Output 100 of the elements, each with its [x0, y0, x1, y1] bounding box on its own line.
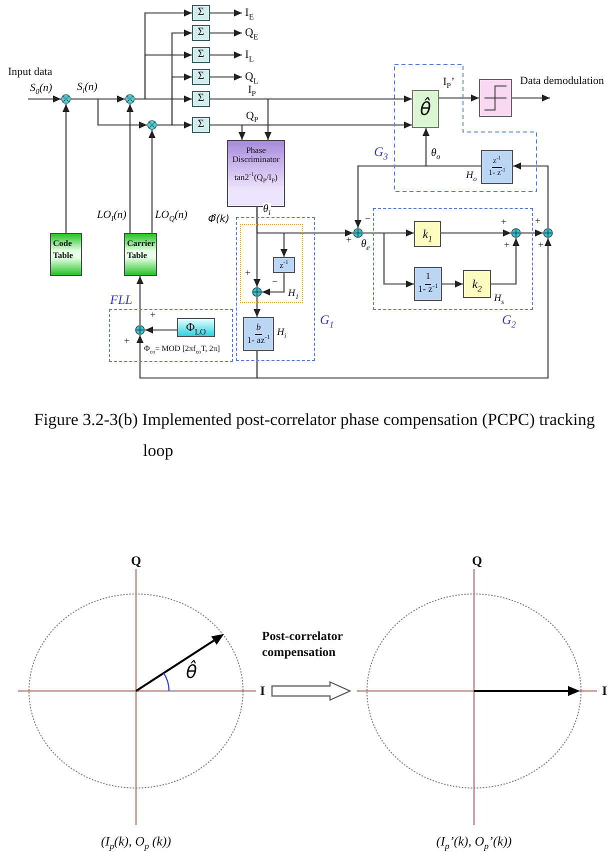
signal-arrow [126, 104, 134, 233]
signal-arrow [512, 94, 550, 102]
sign-label: + [150, 311, 156, 321]
block-label: Code Table [53, 238, 74, 262]
filter-name-label: H$_{s}$ [494, 294, 504, 304]
multiplier-junction [147, 120, 157, 130]
signal-label: Q$_{E}$ [242, 25, 264, 41]
signal-arrow [210, 98, 272, 140]
formula-text: z$^{-1}$ [492, 157, 502, 168]
multiplier-junction [61, 94, 71, 104]
edge-label: θ$_{i}$ [263, 203, 271, 216]
formula-text: Φ$_{co}$= MOD [2πf$_{co}$T, 2π] [144, 345, 220, 353]
block-label: Σ [198, 49, 204, 61]
signal-arrow [135, 96, 192, 102]
filter-name-label: H$_{o}$ [466, 171, 477, 181]
rotation-block [412, 90, 439, 128]
signal-arrow [145, 326, 177, 334]
sign-label: + [535, 217, 541, 227]
signal-arrow [254, 297, 260, 317]
edge-label: Data demodulation [520, 75, 604, 88]
signal-label: I$_{L}$ [242, 47, 264, 63]
block-label: Σ [198, 7, 204, 19]
gain-block [414, 221, 441, 247]
edge-label: LO$_{Q}$(n) [155, 209, 188, 222]
block-label: θ̂ [418, 96, 432, 122]
edge-label: θ$_{o}$ [431, 147, 440, 160]
filter-name-label: H$_{1}$ [288, 289, 299, 299]
summing-junction [511, 228, 521, 238]
signal-arrow [136, 276, 144, 325]
signal-arrow [441, 230, 511, 236]
formula-text: b [255, 323, 262, 334]
signal-label: I$_{E}$ [242, 5, 264, 21]
axis-label: I [260, 684, 266, 697]
sign-label: + [504, 241, 510, 251]
signal-arrow [148, 130, 156, 233]
sign-label: + [346, 236, 352, 246]
edge-label: Q$_{P}$ [246, 110, 258, 122]
phase-offset-block [177, 318, 215, 337]
signal-arrow [262, 273, 285, 296]
edge-label: θ$_{e}$ [361, 238, 370, 250]
summing-junction [252, 287, 262, 297]
signal-arrow [210, 30, 242, 36]
summing-junction [135, 325, 145, 335]
accumulator-block [192, 25, 210, 41]
signal-arrow [157, 122, 192, 128]
group-label: G$_{1}$ [320, 313, 334, 326]
angle-label: θ̂ [185, 659, 198, 685]
edge-label: I$_{P}$’ [443, 76, 455, 88]
filter-name-label: H$_{i}$ [277, 328, 286, 338]
edge-label: S$_{i}$(n) [77, 81, 98, 94]
signal-arrow [28, 96, 61, 102]
signal-arrow [256, 238, 552, 379]
accumulator-block [192, 47, 210, 63]
formula-text: 1- z$^{-1}$ [488, 168, 506, 177]
accumulator-block [192, 5, 210, 21]
sign-label: + [245, 269, 251, 279]
accumulator-block [192, 69, 210, 85]
formula-text: 1- az$^{-1}$ [247, 336, 270, 345]
edge-label: LO$_{I}$(n) [97, 209, 126, 222]
signal-arrow [210, 10, 242, 16]
block-label: Σ [198, 71, 204, 83]
multiplier-junction [125, 94, 135, 104]
edge-label: S$_{0}$(n) [30, 82, 52, 94]
block-label: Σ [198, 119, 204, 131]
block-label: z$^{-1}$ [280, 260, 288, 270]
sign-label: − [365, 215, 371, 225]
block-label: k$_{1}$ [422, 228, 432, 240]
block-title: Phase Discriminator [231, 146, 281, 164]
block-label: Σ [198, 93, 204, 105]
axis-label: Q [131, 554, 142, 567]
figure-caption: Figure 3.2-3(b) Implemented post-correlator phase compensation (PCPC) tracking loop [34, 409, 596, 462]
delay-block [273, 257, 295, 273]
sign-label: + [124, 337, 130, 347]
accumulator-block [192, 91, 210, 107]
transfer-function-block [414, 267, 442, 301]
lookup-table-block [124, 233, 157, 276]
axis-label: I [602, 684, 608, 697]
sign-label: − [272, 278, 278, 288]
signal-arrow [71, 98, 147, 128]
block-label: Φ$_{LO}$ [186, 321, 206, 334]
block-arrow [271, 681, 352, 701]
block-label: Carrier Table [127, 238, 155, 262]
signal-arrow [210, 52, 242, 58]
sign-label: + [501, 218, 507, 228]
signal-arrow [442, 280, 463, 288]
edge-label: I$_{P}$ [248, 84, 256, 96]
formula-text: 1 [424, 272, 432, 284]
sign-label: + [538, 241, 544, 251]
block-label: Σ [198, 27, 204, 39]
signal-arrow [354, 165, 481, 228]
dotted-group-box [240, 224, 303, 303]
signal-arrow [521, 230, 543, 236]
signal-arrow [491, 238, 520, 285]
signal-label: Q$_{L}$ [242, 69, 264, 85]
group-label: FLL [110, 293, 132, 306]
signal-arrow [363, 232, 414, 288]
formula-text: tan2$^{-1}$(Q$_{P}$/I$_{P}$) [234, 172, 278, 182]
group-label: G$_{2}$ [502, 313, 516, 326]
summing-junction [543, 228, 553, 238]
signal-arrow [62, 104, 70, 233]
